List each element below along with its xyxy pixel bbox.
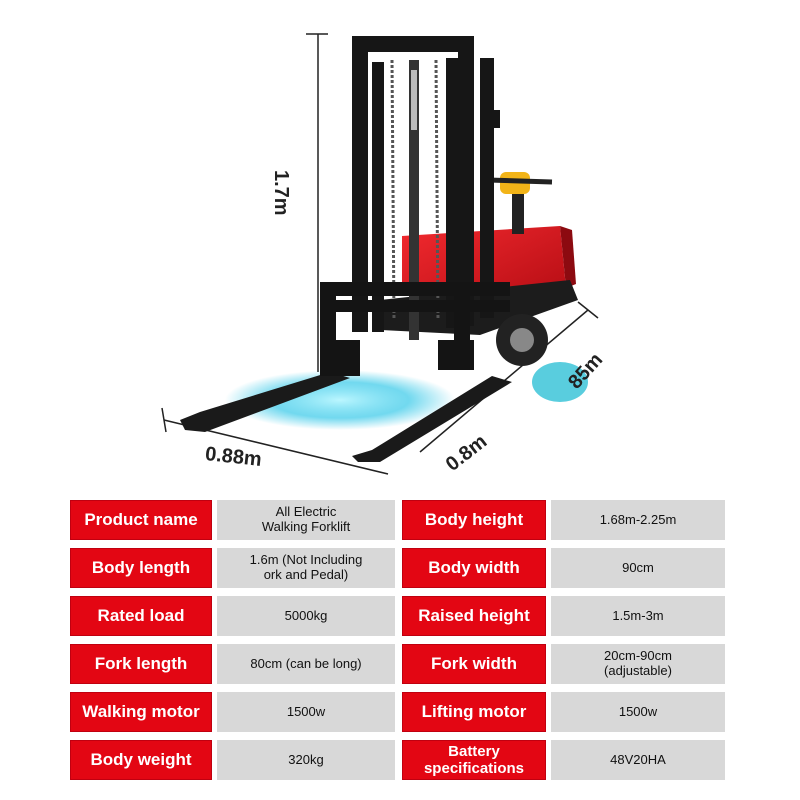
- spec-label-fork-length: Fork length: [70, 644, 212, 684]
- spec-value-body-weight: 320kg: [217, 740, 395, 780]
- spec-label-body-length: Body length: [70, 548, 212, 588]
- lift-cylinder: [390, 59, 440, 340]
- spec-label-body-width: Body width: [402, 548, 546, 588]
- spec-label-walking-motor: Walking motor: [70, 692, 212, 732]
- spec-value-fork-length: 80cm (can be long): [217, 644, 395, 684]
- spec-label-raised-height: Raised height: [402, 596, 546, 636]
- steering-column: [512, 190, 524, 234]
- spec-label-body-weight: Body weight: [70, 740, 212, 780]
- right-fork: [352, 376, 512, 462]
- spec-value-body-width: 90cm: [551, 548, 725, 588]
- spec-label-fork-width: Fork width: [402, 644, 546, 684]
- spec-value-raised-height: 1.5m-3m: [551, 596, 725, 636]
- floor-light: [225, 370, 455, 430]
- forklift-illustration: [161, 33, 599, 475]
- height-label: 1.7m: [270, 170, 292, 216]
- spec-row: Body weight 320kg Battery specifications…: [70, 740, 725, 780]
- mast: [352, 36, 500, 332]
- left-fork: [180, 372, 350, 432]
- fork-carriage: [320, 282, 510, 376]
- spec-label-product-name: Product name: [70, 500, 212, 540]
- spec-row: Rated load 5000kg Raised height 1.5m-3m: [70, 596, 725, 636]
- spec-row: Fork length 80cm (can be long) Fork widt…: [70, 644, 725, 684]
- spec-value-walking-motor: 1500w: [217, 692, 395, 732]
- spec-value-product-name: All Electric Walking Forklift: [217, 500, 395, 540]
- spec-value-fork-width: 20cm-90cm (adjustable): [551, 644, 725, 684]
- spec-row: Body length 1.6m (Not Including ork and …: [70, 548, 725, 588]
- spec-label-rated-load: Rated load: [70, 596, 212, 636]
- spec-label-body-height: Body height: [402, 500, 546, 540]
- spec-value-body-length: 1.6m (Not Including ork and Pedal): [217, 548, 395, 588]
- spec-value-rated-load: 5000kg: [217, 596, 395, 636]
- side-light: [532, 362, 588, 402]
- spec-value-lifting-motor: 1500w: [551, 692, 725, 732]
- spec-table: Product name All Electric Walking Forkli…: [70, 500, 725, 788]
- spec-label-battery-specifications: Battery specifications: [402, 740, 546, 780]
- height-dimension-line: [306, 33, 328, 372]
- spec-value-battery-specifications: 48V20HA: [551, 740, 725, 780]
- spec-value-body-height: 1.68m-2.25m: [551, 500, 725, 540]
- spec-row: Product name All Electric Walking Forkli…: [70, 500, 725, 540]
- spec-label-lifting-motor: Lifting motor: [402, 692, 546, 732]
- spec-row: Walking motor 1500w Lifting motor 1500w: [70, 692, 725, 732]
